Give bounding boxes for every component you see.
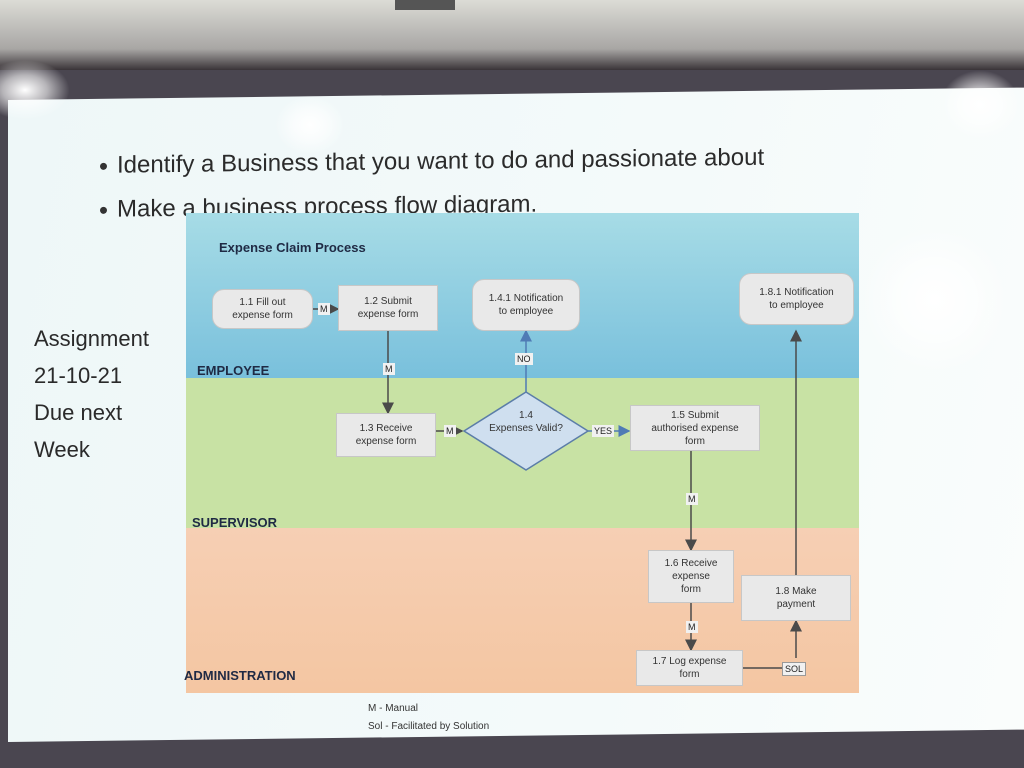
decision-diamond [462,391,590,471]
glare-top [275,95,345,155]
connector-no: NO [515,353,533,365]
wall-mark [395,0,455,10]
bullet-dot [100,162,107,171]
step-1-3-line-1: 1.3 Receive [359,423,413,434]
step-1-8: 1.8 Make payment [741,575,851,621]
connector-yes: YES [592,425,615,437]
step-1-6-line-1: 1.6 Receive [664,558,718,569]
step-1-8-1-line-1: 1.8.1 Notification [759,287,834,298]
lane-label-administration: ADMINISTRATION [184,668,296,683]
step-1-8-1: 1.8.1 Notification to employee [739,273,854,325]
assignment-note: Assignment 21-10-21 Due next Week [34,320,149,468]
step-1-4-line-2: Expenses Valid? [489,423,563,434]
connector-m-2: M [383,363,395,375]
step-1-8-line-1: 1.8 Make [775,586,817,597]
glare-left [0,60,70,120]
connector-m-4: M [686,493,698,505]
step-1-7-line-2: form [679,669,700,680]
step-1-5-line-2: authorised expense [651,422,739,434]
diagram-legend: M - Manual Sol - Facilitated by Solution [368,700,489,736]
connector-sol: SOL [782,662,807,676]
lane-label-supervisor: SUPERVISOR [192,515,278,530]
process-flow-diagram: Expense Claim Process EMPLOYEE SUPERVISO… [184,213,859,693]
step-1-8-1-line-2: to employee [769,300,824,311]
step-1-5-line-3: form [684,435,705,447]
bullet-1-text: Identify a Business that you want to do … [117,143,765,179]
step-1-8-line-2: payment [776,599,816,610]
lane-label-employee: EMPLOYEE [197,363,270,378]
connector-m-3: M [444,425,456,437]
step-1-3: 1.3 Receive expense form [336,413,436,457]
step-1-4-1-line-2: to employee [498,306,554,317]
assignment-line-1: Assignment [34,326,149,351]
step-1-1-line-1: 1.1 Fill out [239,297,286,308]
legend-manual: M - Manual [368,703,419,714]
assignment-line-3: Due next [34,400,123,425]
step-1-4-1: 1.4.1 Notification to employee [472,279,580,331]
diagram-title: Expense Claim Process [219,240,366,255]
step-1-6-line-2: expense [672,571,710,582]
step-1-5-line-1: 1.5 Submit [671,409,719,421]
bullet-dot [100,206,107,215]
step-1-1: 1.1 Fill out expense form [212,289,313,329]
step-1-4-1-line-1: 1.4.1 Notification [488,293,564,304]
step-1-1-line-2: expense form [232,310,293,321]
step-1-2-line-2: expense form [357,309,419,320]
glare-right [860,225,1010,375]
flow-arrows [313,303,802,669]
glare-top-right [940,70,1020,140]
assignment-line-4: Week [34,437,90,462]
step-1-3-line-2: expense form [355,436,417,447]
wall-top [0,0,1024,70]
step-1-6: 1.6 Receive expense form [648,550,734,603]
step-1-7: 1.7 Log expense form [636,650,743,686]
bullet-1: Identify a Business that you want to do … [100,144,764,180]
legend-solution: Sol - Facilitated by Solution [368,721,490,732]
step-1-4-line-1: 1.4 [519,410,533,421]
assignment-line-2: 21-10-21 [34,363,123,388]
step-1-7-line-1: 1.7 Log expense [652,656,727,667]
step-1-6-line-3: form [681,584,701,595]
step-1-2-line-1: 1.2 Submit [364,296,412,307]
step-1-2: 1.2 Submit expense form [338,285,438,331]
connector-m-1: M [318,303,330,315]
connector-m-5: M [686,621,698,633]
